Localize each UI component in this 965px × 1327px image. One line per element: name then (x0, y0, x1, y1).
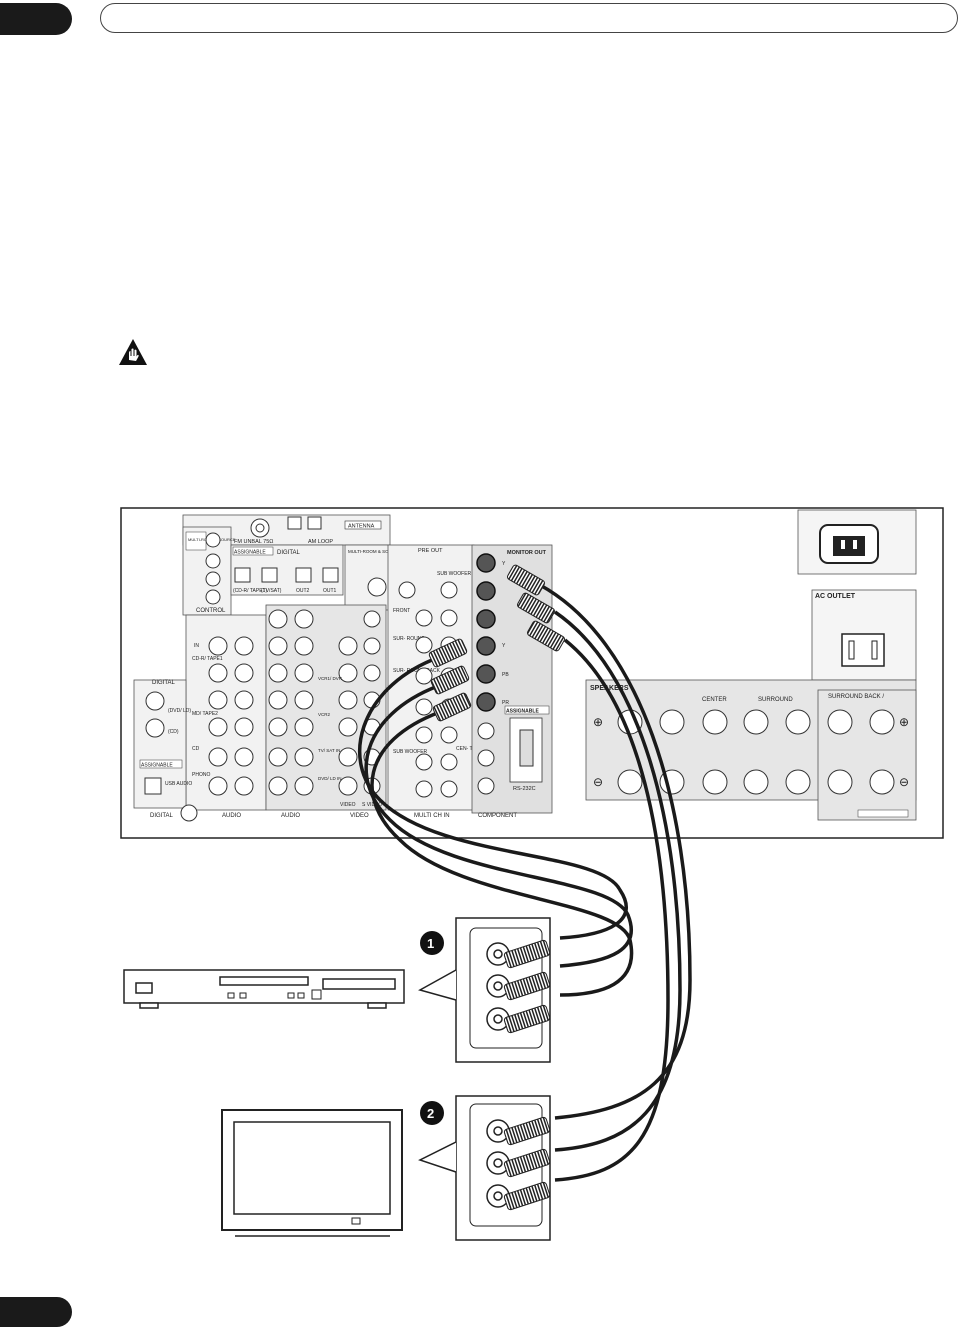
svg-text:PHONO: PHONO (192, 772, 210, 778)
svg-text:VIDEO: VIDEO (340, 802, 356, 808)
caution-icon (119, 339, 147, 365)
plugs-monitor-out (507, 564, 565, 652)
svg-text:ASSIGNABLE: ASSIGNABLE (141, 763, 173, 769)
component-cables (357, 583, 692, 1182)
svg-text:CD-R/ TAPE1: CD-R/ TAPE1 (192, 656, 223, 662)
svg-text:VCR1/ DVR: VCR1/ DVR (318, 676, 343, 681)
svg-text:Y: Y (502, 561, 506, 567)
svg-text:USB AUDIO: USB AUDIO (165, 781, 192, 787)
svg-text:ASSIGNABLE: ASSIGNABLE (506, 709, 539, 715)
svg-text:VIDEO: VIDEO (350, 813, 369, 819)
step-badge-2 (420, 1101, 444, 1125)
monitor-out-label: MONITOR OUT (507, 550, 547, 556)
svg-text:OUT2: OUT2 (296, 588, 310, 594)
svg-text:DIGITAL: DIGITAL (150, 813, 174, 819)
step-badge-1 (420, 931, 444, 955)
svg-text:PR: PR (502, 700, 509, 706)
svg-text:PB: PB (502, 672, 509, 678)
svg-text:SURROUND: SURROUND (758, 697, 793, 703)
control-label: CONTROL (196, 608, 226, 614)
rs232c-label: RS-232C (513, 786, 536, 792)
ac-outlet-label: AC OUTLET (815, 593, 856, 600)
svg-text:Y: Y (502, 643, 506, 649)
svg-text:CENTER: CENTER (702, 697, 727, 703)
svg-text:OUT1: OUT1 (323, 588, 337, 594)
fm-label: FM UNBAL 75Ω (234, 539, 273, 545)
television (221, 1109, 403, 1237)
svg-text:ASSIGNABLE: ASSIGNABLE (234, 550, 266, 556)
component-jacks (476, 553, 496, 712)
page-number-tab (0, 1297, 72, 1327)
svg-text:⊕: ⊕ (899, 715, 909, 729)
speakers-label: SPEAKERS (590, 685, 629, 692)
svg-text:MD/ TAPE2: MD/ TAPE2 (192, 711, 218, 717)
svg-text:MULTI CH IN: MULTI CH IN (414, 813, 450, 819)
dvd-player (123, 969, 405, 1009)
svg-text:⊖: ⊖ (593, 775, 603, 789)
svg-text:(CD): (CD) (168, 729, 179, 735)
svg-text:AUDIO: AUDIO (222, 813, 241, 819)
svg-text:(CD-R/ TAPE1): (CD-R/ TAPE1) (233, 588, 267, 594)
plugs-assignable-in (428, 638, 472, 722)
svg-text:COMPONENT: COMPONENT (478, 813, 517, 819)
svg-text:MULTI-ROOM & SOURCE: MULTI-ROOM & SOURCE (348, 549, 401, 554)
svg-text:PRE OUT: PRE OUT (418, 548, 443, 554)
speaker-terminals (617, 709, 895, 795)
svg-text:FRONT: FRONT (393, 608, 410, 614)
svg-text:1: 1 (427, 936, 434, 951)
svg-text:SUR- ROUND BACK: SUR- ROUND BACK (393, 668, 441, 674)
svg-text:(TV/SAT): (TV/SAT) (261, 588, 282, 594)
svg-text:⊖: ⊖ (899, 775, 909, 789)
svg-text:DIGITAL: DIGITAL (277, 550, 301, 556)
svg-text:⊕: ⊕ (593, 715, 603, 729)
svg-text:S VIDEO: S VIDEO (362, 802, 382, 808)
chapter-tab (0, 3, 72, 35)
svg-text:(DVD/ LD): (DVD/ LD) (168, 708, 191, 714)
svg-text:DIGITAL: DIGITAL (152, 680, 176, 686)
svg-text:DVD/ LD IN: DVD/ LD IN (318, 776, 342, 781)
am-loop-label: AM LOOP (308, 539, 333, 545)
svg-text:IN: IN (194, 643, 199, 649)
svg-text:CEN- TER: CEN- TER (456, 746, 480, 752)
antenna-label: ANTENNA (348, 524, 375, 530)
svg-text:CD: CD (192, 746, 200, 752)
chapter-title-bar (100, 3, 958, 33)
svg-text:VCR2: VCR2 (318, 712, 331, 717)
svg-text:SURROUND BACK /: SURROUND BACK / (828, 694, 884, 700)
audio-jacks-left (208, 609, 358, 796)
svg-text:2: 2 (427, 1106, 434, 1121)
svg-text:SUB WOOFER: SUB WOOFER (437, 571, 472, 577)
svg-text:SUR- ROUND: SUR- ROUND (393, 636, 425, 642)
svg-text:SUB WOOFER: SUB WOOFER (393, 749, 428, 755)
svg-text:TV/ SAT IN: TV/ SAT IN (318, 748, 340, 753)
svg-text:AUDIO: AUDIO (281, 813, 300, 819)
